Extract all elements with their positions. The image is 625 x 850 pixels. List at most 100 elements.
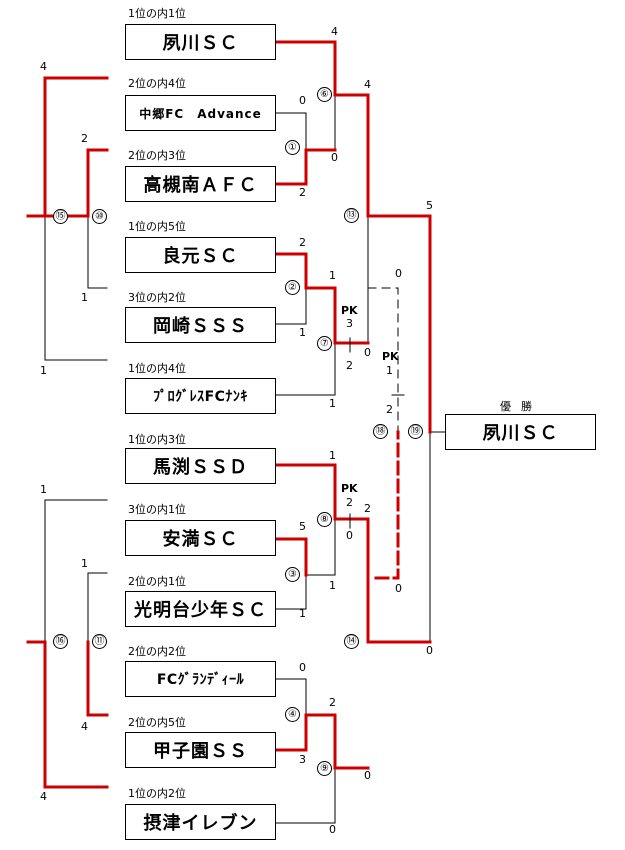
score: 1 bbox=[329, 579, 336, 592]
match-number: ⑲ bbox=[408, 424, 423, 439]
red-m11 bbox=[86, 640, 109, 717]
score: 4 bbox=[40, 790, 47, 803]
score: 0 bbox=[426, 644, 433, 657]
score: 2 bbox=[329, 696, 336, 709]
score: 5 bbox=[299, 520, 306, 533]
match-number: ⑬ bbox=[344, 208, 359, 223]
score: 1 bbox=[299, 607, 306, 620]
pk-label: PK bbox=[382, 350, 399, 363]
match-number: ⑱ bbox=[373, 424, 388, 439]
pk-score: 0 bbox=[346, 529, 353, 542]
team-rank-label: 2位の内5位 bbox=[128, 716, 186, 729]
line-progress bbox=[275, 342, 336, 396]
score: 1 bbox=[329, 269, 336, 282]
score: 0 bbox=[299, 94, 306, 107]
score: 2 bbox=[364, 502, 371, 515]
score: 3 bbox=[299, 753, 306, 766]
score: 1 bbox=[329, 449, 336, 462]
match-number: ⑩ bbox=[92, 209, 107, 224]
team-box: 摂津イレブン bbox=[125, 804, 276, 840]
team-box: 甲子園ＳＳ bbox=[125, 732, 276, 768]
pk-score: 2 bbox=[346, 496, 353, 509]
red-takatsuki bbox=[274, 148, 337, 186]
red-mabuchi bbox=[274, 463, 370, 521]
champion-title: 優勝 bbox=[500, 400, 542, 413]
line-komyodai bbox=[275, 574, 307, 610]
match-number: ⑨ bbox=[317, 761, 332, 776]
score: 0 bbox=[395, 582, 402, 595]
team-box: 高槻南ＡＦＣ bbox=[125, 166, 276, 202]
team-box: 光明台少年ＳＣ bbox=[125, 591, 276, 627]
score: 0 bbox=[299, 661, 306, 674]
match-number: ⑧ bbox=[317, 512, 332, 527]
score: 1 bbox=[299, 326, 306, 339]
red-shukugawa bbox=[274, 40, 432, 434]
match-number: ④ bbox=[285, 707, 300, 722]
team-box: 岡崎ＳＳＳ bbox=[125, 307, 276, 343]
line-m8-lower bbox=[305, 518, 336, 576]
match-number: ⑦ bbox=[317, 336, 332, 351]
team-rank-label: 2位の内2位 bbox=[128, 645, 186, 658]
team-rank-label: 3位の内1位 bbox=[128, 503, 186, 516]
team-rank-label: 1位の内4位 bbox=[128, 362, 186, 375]
team-rank-label: 2位の内4位 bbox=[128, 77, 186, 90]
team-box: 良元ＳＣ bbox=[125, 237, 276, 273]
match-number: ⑮ bbox=[53, 209, 68, 224]
pk-score: 1 bbox=[386, 364, 393, 377]
team-rank-label: 2位の内3位 bbox=[128, 149, 186, 162]
pk-score: 3 bbox=[346, 317, 353, 330]
team-box: FCｸﾞﾗﾝﾃﾞｨｰﾙ bbox=[125, 661, 276, 697]
team-rank-label: 1位の内5位 bbox=[128, 220, 186, 233]
team-rank-label: 2位の内1位 bbox=[128, 575, 186, 588]
team-box: 安満ＳＣ bbox=[125, 520, 276, 556]
score: 0 bbox=[331, 151, 338, 164]
score: 5 bbox=[426, 199, 433, 212]
team-box: 馬渕ＳＳＤ bbox=[125, 448, 276, 484]
match-number: ⑥ bbox=[317, 87, 332, 102]
red-m14-up bbox=[366, 517, 432, 644]
pk-label: PK bbox=[341, 482, 358, 495]
score: 0 bbox=[364, 769, 371, 782]
red-m15 bbox=[26, 76, 109, 218]
score: 0 bbox=[329, 823, 336, 836]
line-nakago bbox=[275, 112, 307, 151]
team-box: 夙川ＳＣ bbox=[125, 24, 276, 60]
match-number: ① bbox=[285, 140, 300, 155]
score: 1 bbox=[40, 364, 47, 377]
score: 1 bbox=[81, 557, 88, 570]
team-rank-label: 1位の内1位 bbox=[128, 7, 186, 20]
line-m11-top bbox=[87, 572, 108, 643]
line-okazaki bbox=[275, 287, 307, 325]
match-number: ⑯ bbox=[53, 634, 68, 649]
team-box: 中郷FC Advance bbox=[125, 95, 276, 131]
team-rank-label: 1位の内2位 bbox=[128, 787, 186, 800]
line-m15-bottom bbox=[44, 215, 108, 361]
pk-label: PK bbox=[341, 304, 358, 317]
line-m18-upper bbox=[367, 287, 399, 433]
red-m16 bbox=[26, 640, 109, 789]
match-number: ② bbox=[285, 280, 300, 295]
line-m10-bottom bbox=[87, 215, 108, 289]
line-grandeir bbox=[275, 678, 307, 716]
match-number: ⑭ bbox=[344, 634, 359, 649]
score: 4 bbox=[364, 78, 371, 91]
line-m16-top bbox=[44, 499, 108, 643]
red-ryogen bbox=[274, 252, 370, 345]
score: 4 bbox=[331, 25, 338, 38]
score: 0 bbox=[364, 346, 371, 359]
score: 2 bbox=[299, 186, 306, 199]
team-box: ﾌﾟﾛｸﾞﾚｽFCﾅﾝｷ bbox=[125, 378, 276, 414]
red-koshien bbox=[274, 713, 370, 770]
score: 4 bbox=[81, 720, 88, 733]
match-number: ⑪ bbox=[92, 634, 107, 649]
red-m10 bbox=[43, 148, 109, 218]
pk-score: 2 bbox=[346, 359, 353, 372]
score: 4 bbox=[40, 60, 47, 73]
score: 1 bbox=[329, 397, 336, 410]
champion-box: 夙川ＳＣ bbox=[445, 414, 596, 450]
score: 0 bbox=[395, 267, 402, 280]
score: 1 bbox=[40, 483, 47, 496]
score: 2 bbox=[81, 132, 88, 145]
line-settsu bbox=[275, 767, 336, 824]
